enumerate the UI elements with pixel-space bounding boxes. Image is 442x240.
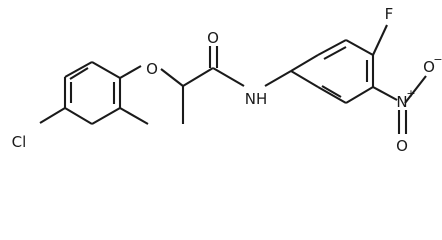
carbonyl-oxygen-label: O	[207, 29, 219, 47]
fluorine-label: F	[385, 5, 394, 23]
ether-oxygen-label: O	[146, 60, 158, 78]
chemical-structure-diagram: Cl O O NH F N + O − O	[12, 5, 442, 155]
nitro-nitrogen-charge: +	[406, 87, 415, 100]
aryl-fluoride-bond	[372, 24, 388, 56]
nitro-oxygen-bottom-label: O	[396, 137, 408, 155]
nitro-oxygen-top-charge: −	[433, 53, 442, 66]
chloromethylphenyl-ring	[63, 61, 122, 125]
chlorine-label: Cl	[12, 133, 27, 151]
ether-bonds	[119, 65, 184, 87]
propanamide-chain	[181, 46, 292, 124]
fluoronitrophenyl-ring	[290, 39, 375, 104]
amide-nh-label: NH	[245, 90, 268, 108]
nitro-oxygen-top-label: O	[423, 58, 435, 76]
nitro-group-bonds	[372, 75, 427, 134]
nitro-nitrogen-label: N	[396, 93, 407, 111]
aryl-chloride-bond	[39, 107, 66, 124]
aryl-methyl-bond	[119, 107, 149, 125]
